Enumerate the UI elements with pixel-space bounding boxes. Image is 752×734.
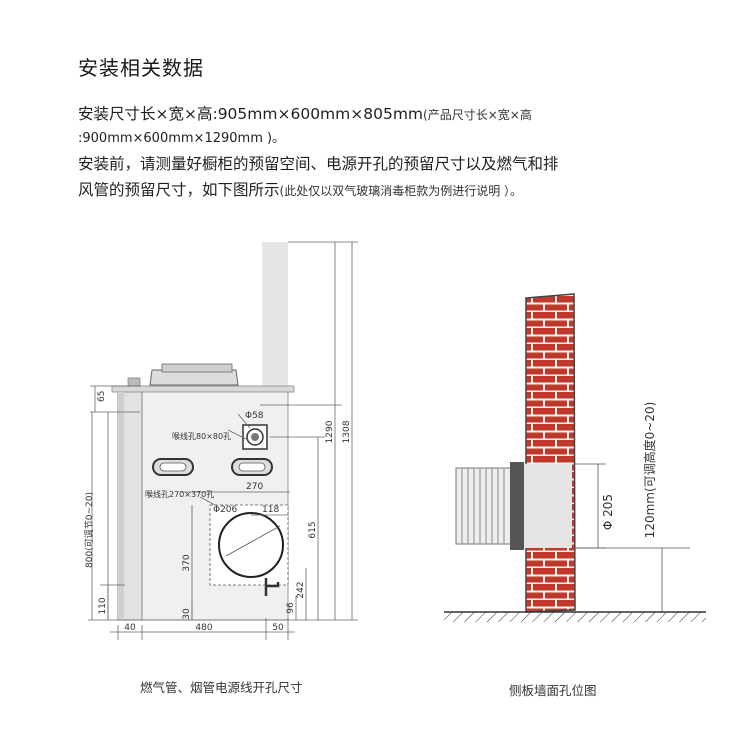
countertop xyxy=(111,385,295,393)
install-size-line: 安装尺寸长×宽×高:905mm×600mm×805mm(产品尺寸长×宽×高 xyxy=(78,102,532,124)
instruction-line: 安装前，请测量好橱柜的预留空间、电源开孔的预留尺寸以及燃气和排 xyxy=(78,155,559,173)
dim-615: 615 xyxy=(308,521,318,538)
install-size-text: 安装尺寸长×宽×高:905mm×600mm×805mm xyxy=(78,105,424,123)
dim-30: 30 xyxy=(182,608,192,620)
dim-96: 96 xyxy=(286,602,296,614)
section-title: 安装相关数据 xyxy=(78,56,204,80)
product-size-prefix: (产品尺寸长×宽×高 xyxy=(423,108,532,122)
dim-242: 242 xyxy=(296,581,306,598)
flex-duct xyxy=(455,467,521,545)
dim-270: 270 xyxy=(246,482,263,492)
brick-wall xyxy=(525,293,576,613)
dim-120: 120mm(可调高度0~20) xyxy=(642,402,657,539)
dim-58: Φ58 xyxy=(245,411,264,421)
wall-hole xyxy=(520,464,572,548)
chimney-pipe xyxy=(262,242,288,390)
dim-370: 370 xyxy=(182,554,192,571)
instruction-note: (此处仅以双气玻璃消毒柜款为例进行说明 ）。 xyxy=(279,184,523,198)
dim-480: 480 xyxy=(195,623,212,633)
instruction-text: 风管的预留尺寸，如下图所示 xyxy=(78,181,280,199)
dim-110: 110 xyxy=(98,597,108,614)
dim-205: Φ 205 xyxy=(601,494,615,530)
gas-pipe xyxy=(264,578,280,596)
right-diagram-caption: 侧板墙面孔位图 xyxy=(509,683,597,698)
ground-hatch xyxy=(444,612,706,622)
dim-40: 40 xyxy=(124,623,136,633)
dim-1290: 1290 xyxy=(325,420,335,443)
duct-flange xyxy=(510,462,524,550)
instruction-line-2: 风管的预留尺寸，如下图所示(此处仅以双气玻璃消毒柜款为例进行说明 ）。 xyxy=(78,178,522,200)
hole-270-label: 喉线孔270×370孔 xyxy=(145,489,214,499)
hole-206-diameter xyxy=(225,525,281,557)
dim-50: 50 xyxy=(272,623,284,633)
dim-65: 65 xyxy=(97,391,107,402)
left-diagram-caption: 燃气管、烟管电源线开孔尺寸 xyxy=(140,680,303,695)
stove-top xyxy=(149,369,239,386)
hole-80-label: 喉线孔80×80孔 xyxy=(172,431,231,441)
dim-206: Φ206 xyxy=(213,505,238,515)
product-size-line: :900mm×600mm×1290mm )。 xyxy=(78,131,286,146)
hole-206 xyxy=(218,512,284,578)
oval-inner-left xyxy=(159,462,187,472)
dim-118: 118 xyxy=(262,505,279,515)
oval-inner-right xyxy=(238,462,266,472)
dim-800: 800(可调节0~20) xyxy=(84,492,95,568)
side-rail xyxy=(118,392,124,618)
burner-grate xyxy=(161,363,233,373)
hole-58-center xyxy=(251,433,259,441)
dim-1308: 1308 xyxy=(342,420,352,443)
